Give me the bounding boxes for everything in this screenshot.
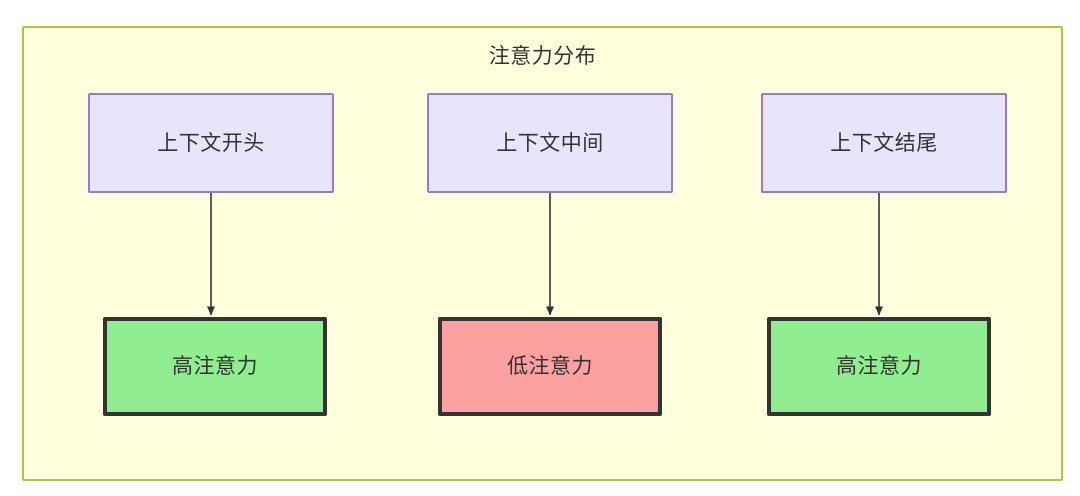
node-context-end[interactable]: 上下文结尾	[761, 93, 1007, 193]
node-attention-high-start[interactable]: 高注意力	[103, 317, 327, 416]
node-attention-low-middle[interactable]: 低注意力	[438, 317, 662, 416]
node-context-middle-label: 上下文中间	[496, 131, 604, 155]
node-context-start-label: 上下文开头	[157, 131, 265, 155]
node-context-end-label: 上下文结尾	[830, 131, 938, 155]
node-context-start[interactable]: 上下文开头	[88, 93, 334, 193]
diagram-title: 注意力分布	[488, 45, 597, 68]
node-attention-high-end-label: 高注意力	[836, 355, 922, 378]
node-attention-high-start-label: 高注意力	[172, 355, 258, 378]
node-context-middle[interactable]: 上下文中间	[427, 93, 673, 193]
node-attention-high-end[interactable]: 高注意力	[767, 317, 991, 416]
node-attention-low-middle-label: 低注意力	[507, 355, 593, 378]
